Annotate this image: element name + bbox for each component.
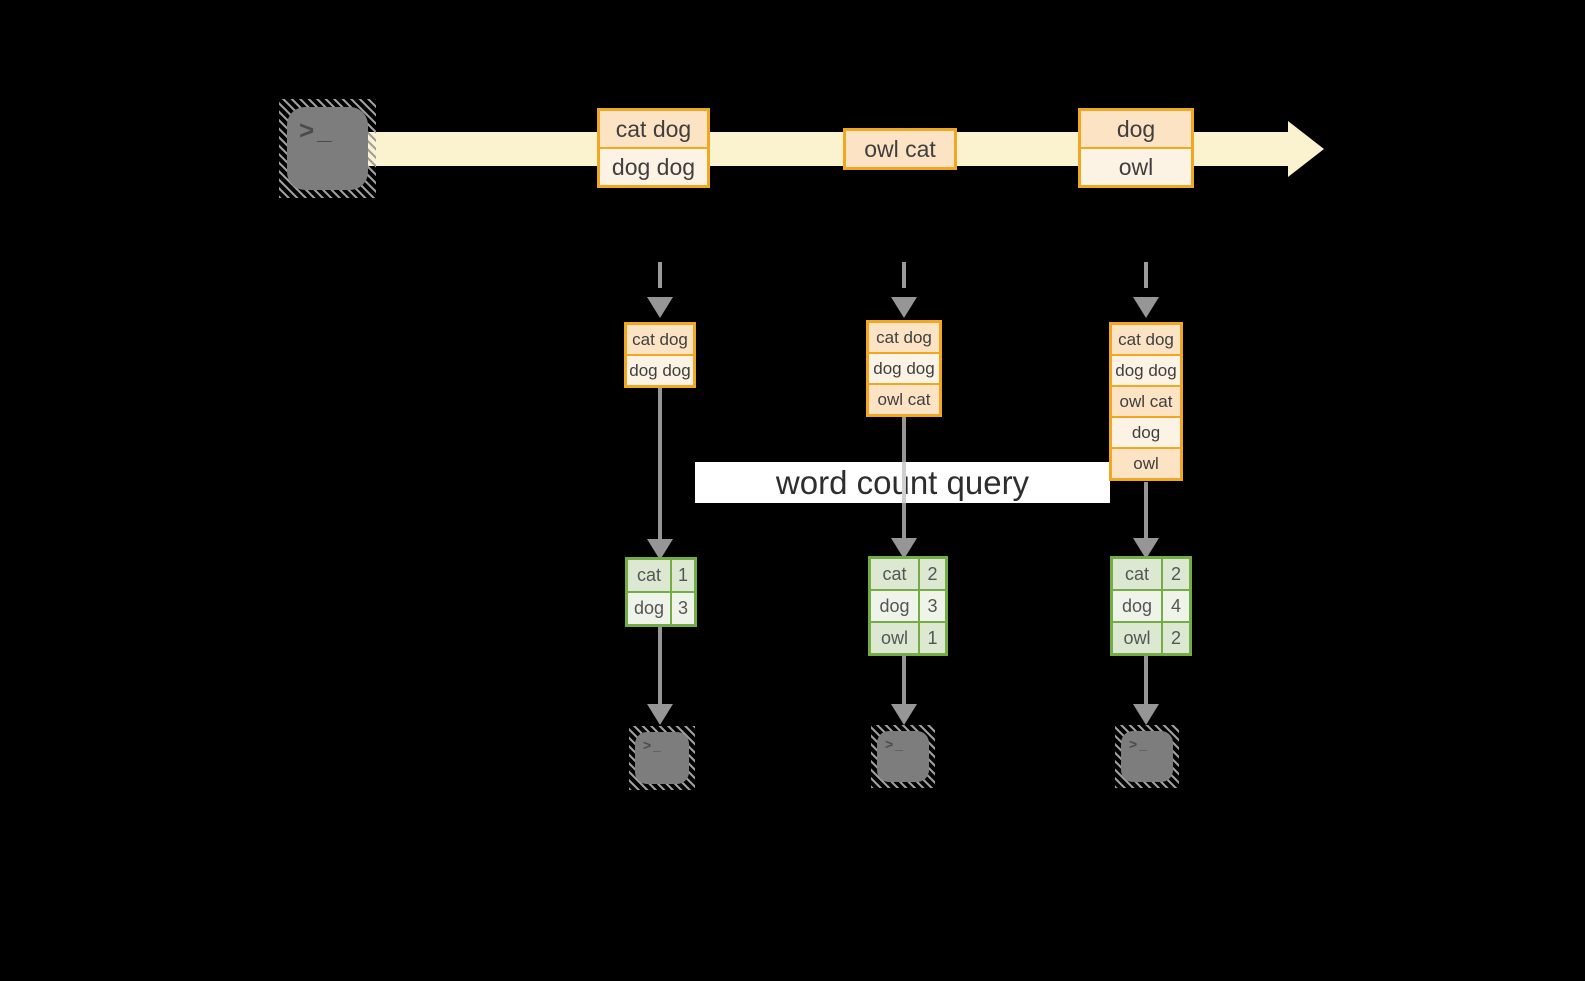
count-cell: 3 xyxy=(672,593,694,624)
record-row: cat dog xyxy=(600,111,707,147)
count-cell: 2 xyxy=(1163,559,1189,589)
record-row: owl xyxy=(1081,149,1191,185)
arrow-through-label xyxy=(902,462,906,503)
window-row: cat dog xyxy=(627,325,693,354)
arrowhead-icon xyxy=(891,538,917,559)
terminal-body: >_ xyxy=(877,731,929,782)
window-row: dog dog xyxy=(1112,356,1180,385)
word-cell: cat xyxy=(628,560,670,591)
dashed-arrow-down xyxy=(1144,262,1148,288)
output-terminal-icon: >_ xyxy=(629,726,695,790)
arrowhead-icon xyxy=(1133,538,1159,559)
dashed-arrowhead-icon xyxy=(891,297,917,318)
terminal-prompt-icon: >_ xyxy=(643,737,663,753)
word-cell: cat xyxy=(871,559,918,589)
count-cell: 2 xyxy=(920,559,945,589)
arrow-down xyxy=(658,388,662,541)
arrowhead-icon xyxy=(647,539,673,560)
source-terminal-icon: >_ xyxy=(279,99,376,198)
word-cell: owl xyxy=(871,623,918,653)
window-row: dog dog xyxy=(627,356,693,385)
count-cell: 1 xyxy=(672,560,694,591)
word-cell: dog xyxy=(628,593,670,624)
word-cell: dog xyxy=(871,591,918,621)
word-cell: owl xyxy=(1113,623,1161,653)
arrow-down xyxy=(902,656,906,706)
dashed-arrowhead-icon xyxy=(1133,297,1159,318)
window-buffer: cat dog dog dog xyxy=(624,322,696,388)
word-count-table: cat 2 dog 4 owl 2 xyxy=(1110,556,1192,656)
stream-record-batch: cat dog dog dog xyxy=(597,108,710,188)
terminal-prompt-icon: >_ xyxy=(885,736,905,752)
window-row: owl cat xyxy=(869,385,939,414)
terminal-body: >_ xyxy=(287,107,368,190)
terminal-body: >_ xyxy=(635,732,689,784)
terminal-prompt-icon: >_ xyxy=(299,115,335,145)
terminal-prompt-icon: >_ xyxy=(1129,736,1149,752)
count-cell: 1 xyxy=(920,623,945,653)
arrow-down xyxy=(1144,482,1148,540)
output-terminal-icon: >_ xyxy=(1115,725,1179,788)
count-cell: 4 xyxy=(1163,591,1189,621)
count-cell: 3 xyxy=(920,591,945,621)
stream-record-batch: dog owl xyxy=(1078,108,1194,188)
stream-record-batch: owl cat xyxy=(843,128,957,170)
output-terminal-icon: >_ xyxy=(871,725,935,788)
window-buffer: cat dog dog dog owl cat xyxy=(866,320,942,417)
count-cell: 2 xyxy=(1163,623,1189,653)
window-row: owl cat xyxy=(1112,387,1180,416)
window-row: cat dog xyxy=(869,323,939,352)
word-count-table: cat 2 dog 3 owl 1 xyxy=(868,556,948,656)
dashed-arrowhead-icon xyxy=(647,297,673,318)
arrowhead-icon xyxy=(891,704,917,725)
window-row: dog xyxy=(1112,418,1180,447)
record-row: dog dog xyxy=(600,149,707,185)
arrow-down xyxy=(658,627,662,706)
arrowhead-icon xyxy=(647,704,673,725)
terminal-body: >_ xyxy=(1121,731,1173,782)
dashed-arrow-down xyxy=(902,262,906,288)
arrowhead-icon xyxy=(1133,704,1159,725)
word-count-table: cat 1 dog 3 xyxy=(625,557,697,627)
word-cell: dog xyxy=(1113,591,1161,621)
record-row: dog xyxy=(1081,111,1191,147)
window-row: owl xyxy=(1112,449,1180,478)
word-cell: cat xyxy=(1113,559,1161,589)
window-row: dog dog xyxy=(869,354,939,383)
window-buffer: cat dog dog dog owl cat dog owl xyxy=(1109,322,1183,481)
record-row: owl cat xyxy=(846,131,954,167)
window-row: cat dog xyxy=(1112,325,1180,354)
arrow-down xyxy=(1144,656,1148,706)
stream-arrowhead-icon xyxy=(1288,121,1324,177)
dashed-arrow-down xyxy=(658,262,662,288)
